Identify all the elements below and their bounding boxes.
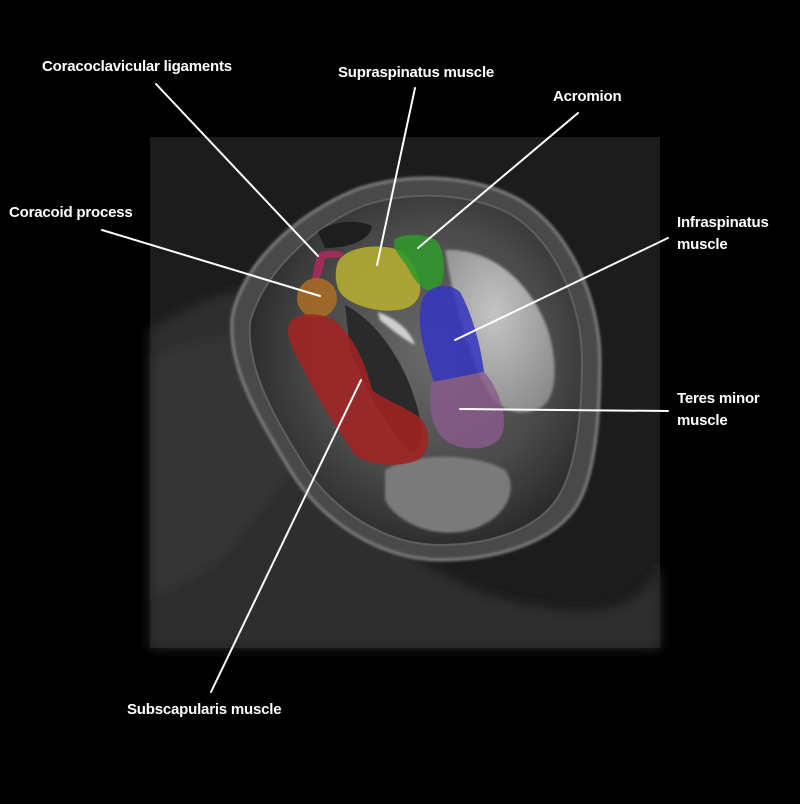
supraspinatus-muscle-region [335,246,421,311]
label-text: Supraspinatus muscle [338,64,495,81]
label-subscapularis-muscle: Subscapularis muscle [127,699,282,721]
glenoid-region [385,456,511,533]
leader-coracoid-process [101,229,321,297]
subscapularis-muscle-region [287,314,429,465]
acromion-region [393,234,444,290]
leader-coracoclavicular-ligaments [155,83,319,257]
leader-infraspinatus-muscle [454,237,669,341]
leader-supraspinatus-muscle [376,87,416,266]
label-text: Coracoid process [9,204,133,221]
humeral-head [445,249,555,413]
leader-lines [101,83,669,693]
label-text-line1: Infraspinatus [677,214,769,231]
label-acromion: Acromion [553,86,622,108]
infraspinatus-muscle-region [419,286,484,382]
label-text-line1: Teres minor [677,390,760,407]
label-text: Acromion [553,88,622,105]
coracoid-process-region [297,278,337,318]
leader-acromion [417,112,579,249]
scapular-spine-bright [378,312,415,345]
teres-minor-muscle-region [430,372,504,449]
label-coracoclavicular-ligaments: Coracoclavicular ligaments [42,56,232,78]
label-text-line2: muscle [677,236,728,253]
label-coracoid-process: Coracoid process [9,202,133,224]
label-infraspinatus-muscle: Infraspinatus muscle [677,212,769,256]
leader-subscapularis-muscle [210,379,362,693]
label-supraspinatus-muscle: Supraspinatus muscle [338,62,494,84]
coracoclavicular-ligaments-region [312,250,344,282]
label-text: Subscapularis muscle [127,701,282,718]
leader-teres-minor-muscle [459,408,669,412]
label-text-line2: muscle [677,412,728,429]
label-text: Coracoclavicular ligaments [42,58,232,75]
clavicle-shadow [318,221,372,248]
label-teres-minor-muscle: Teres minor muscle [677,388,760,432]
